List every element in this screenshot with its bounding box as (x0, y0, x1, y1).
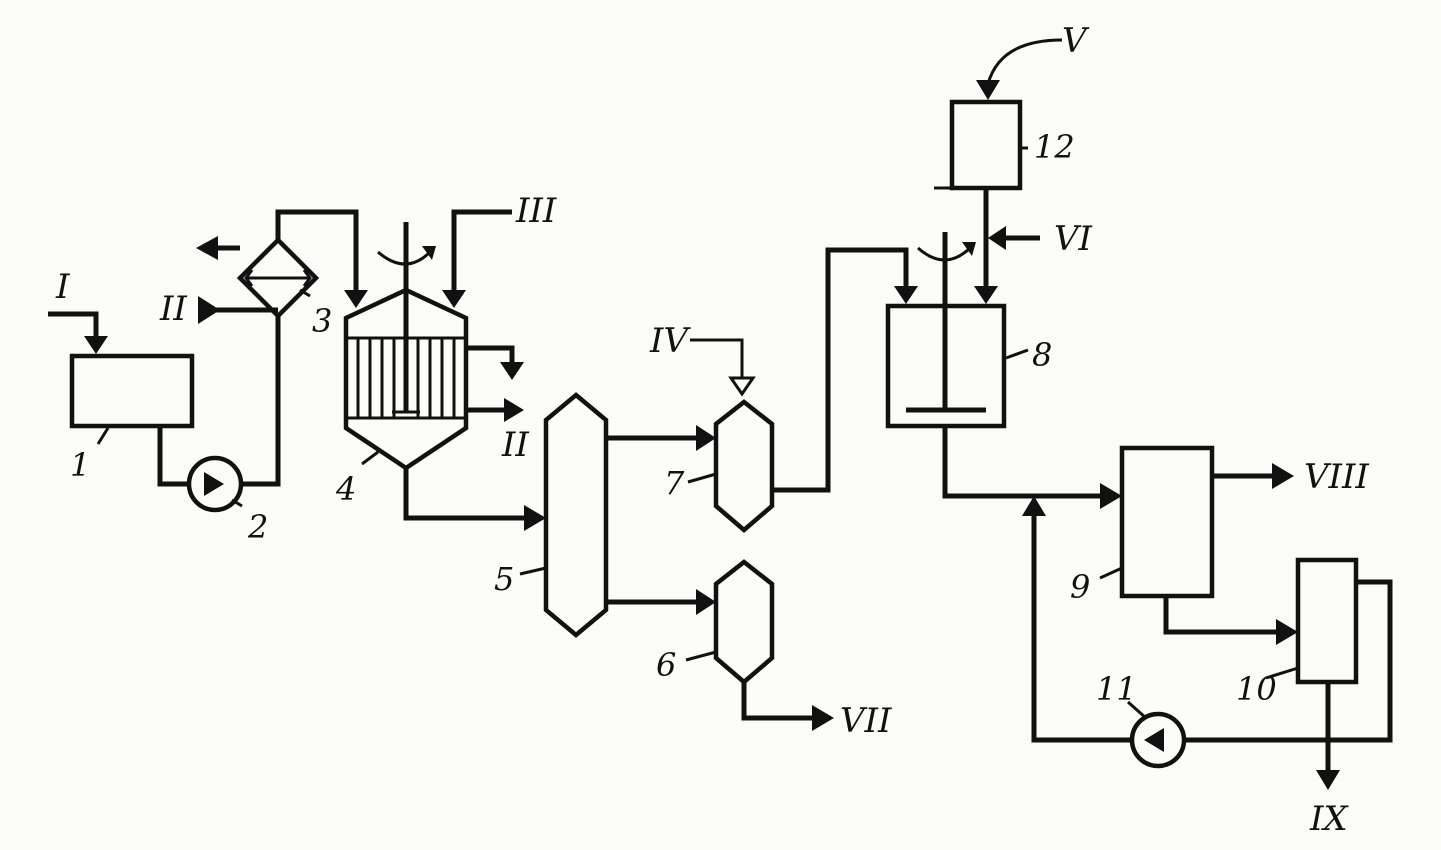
equipment-number-1: 1 (70, 446, 90, 484)
equipment-number-10: 10 (1236, 670, 1277, 708)
pipe-lines (48, 38, 1393, 772)
reactor-4 (343, 222, 469, 471)
equipment-number-5: 5 (494, 560, 514, 598)
separator-9 (1119, 445, 1215, 599)
leader-lines (96, 146, 1299, 720)
equipment-number-2: 2 (247, 508, 268, 546)
tank-1 (69, 353, 195, 429)
equipment-number-11: 11 (1096, 670, 1137, 708)
stream-label-ii-reactor: II (501, 425, 529, 465)
pump-11 (1129, 711, 1187, 769)
equipment-number-3: 3 (312, 302, 332, 340)
vessel-6 (713, 559, 775, 685)
vessel-7 (713, 399, 775, 533)
equipment-number-4: 4 (335, 470, 356, 508)
vessel-10 (1295, 557, 1359, 685)
stream-label-vii: VII (840, 701, 892, 741)
heat-exchanger-3 (236, 236, 320, 320)
flow-arrows (84, 80, 1340, 790)
equipment-number-12: 12 (1034, 128, 1075, 166)
stream-label-ii-exchanger: II (159, 289, 187, 329)
equipment-number-8: 8 (1032, 336, 1052, 374)
stream-label-vi: VI (1054, 219, 1093, 259)
stream-label-i: I (55, 267, 70, 307)
stream-label-iv: IV (649, 321, 691, 361)
stream-label-ix: IX (1309, 799, 1349, 839)
stream-label-iii: III (515, 191, 557, 231)
stream-label-viii: VIII (1304, 457, 1369, 497)
tank-12 (949, 99, 1023, 191)
column-5 (543, 392, 609, 638)
mixer-8 (885, 232, 1007, 429)
equipment-number-7: 7 (664, 464, 685, 502)
equipment-number-9: 9 (1070, 568, 1090, 606)
stream-label-v: V (1062, 21, 1090, 61)
equipment-number-6: 6 (656, 646, 676, 684)
